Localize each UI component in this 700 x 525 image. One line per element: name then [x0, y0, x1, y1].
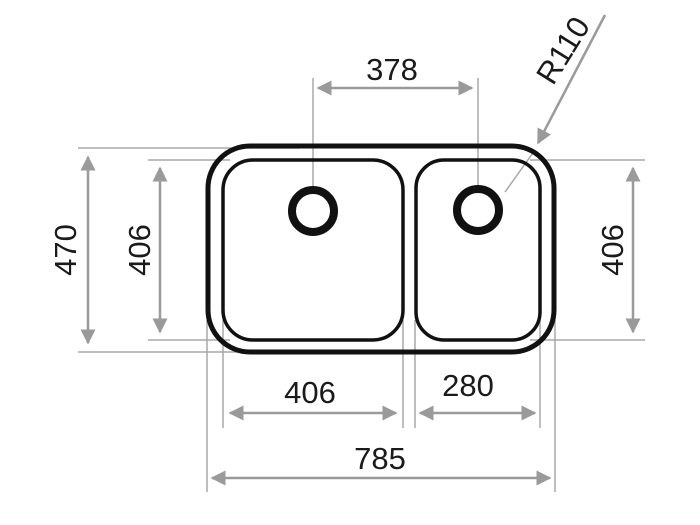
sink-outline [205, 143, 557, 355]
right-bowl [414, 158, 542, 342]
left-bowl-depth-label: 406 [122, 224, 157, 276]
left-drain-icon [288, 186, 338, 236]
overall-width-label: 785 [354, 441, 406, 476]
overall-depth-label: 470 [48, 224, 83, 276]
left-bowl [221, 158, 405, 342]
right-bowl-depth-label: 406 [595, 224, 630, 276]
left-bowl-width-label: 406 [284, 375, 336, 410]
drain-spacing-label: 378 [366, 52, 418, 87]
right-bowl-width-label: 280 [442, 368, 494, 403]
right-drain-icon [453, 185, 503, 235]
extension-lines [78, 78, 645, 492]
sink-rim [205, 143, 557, 355]
dimension-arrows [80, 14, 641, 486]
